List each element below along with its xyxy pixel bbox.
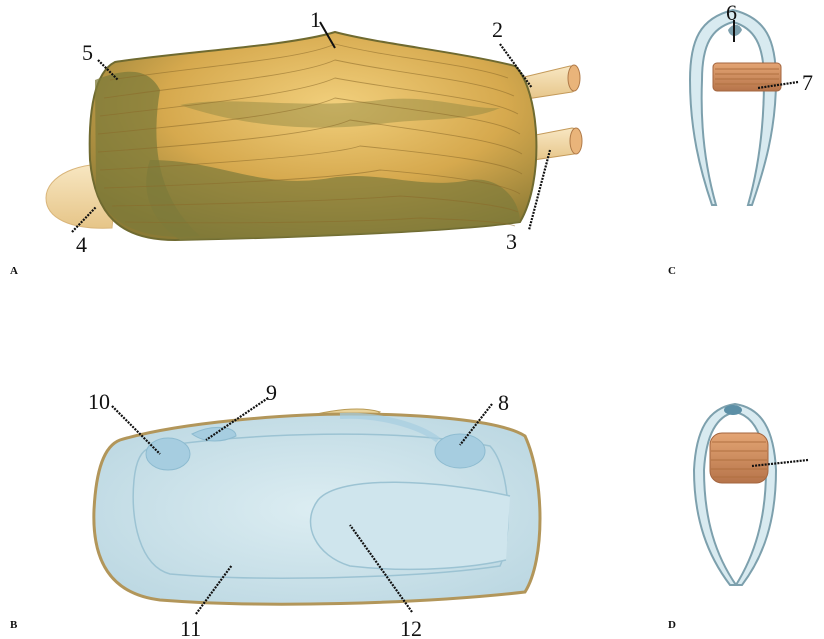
ligament-d — [710, 433, 768, 483]
panel-label-c: C — [668, 265, 676, 277]
pallial-sinus — [311, 482, 510, 569]
panel-c-cross-section — [690, 10, 781, 205]
label-5: 5 — [82, 40, 93, 65]
panel-a-exterior-view — [46, 32, 582, 240]
panel-label-a: A — [10, 265, 18, 277]
label-1: 1 — [310, 7, 321, 32]
label-7: 7 — [802, 70, 813, 95]
label-4: 4 — [76, 232, 87, 257]
label-12: 12 — [400, 616, 422, 639]
label-9: 9 — [266, 380, 277, 405]
label-10: 10 — [88, 389, 110, 414]
label-2: 2 — [492, 17, 503, 42]
label-6: 6 — [726, 0, 737, 25]
label-8: 8 — [498, 390, 509, 415]
ligament-c — [713, 63, 781, 91]
section-d-valves — [694, 404, 776, 585]
panel-b-interior-view — [94, 409, 540, 604]
panel-label-d: D — [668, 619, 676, 631]
panel-d-cross-section — [694, 404, 776, 585]
label-11: 11 — [180, 616, 201, 639]
anterior-adductor-scar — [146, 438, 190, 470]
label-3: 3 — [506, 229, 517, 254]
panel-label-b: B — [10, 619, 18, 631]
posterior-adductor-scar — [435, 434, 485, 468]
